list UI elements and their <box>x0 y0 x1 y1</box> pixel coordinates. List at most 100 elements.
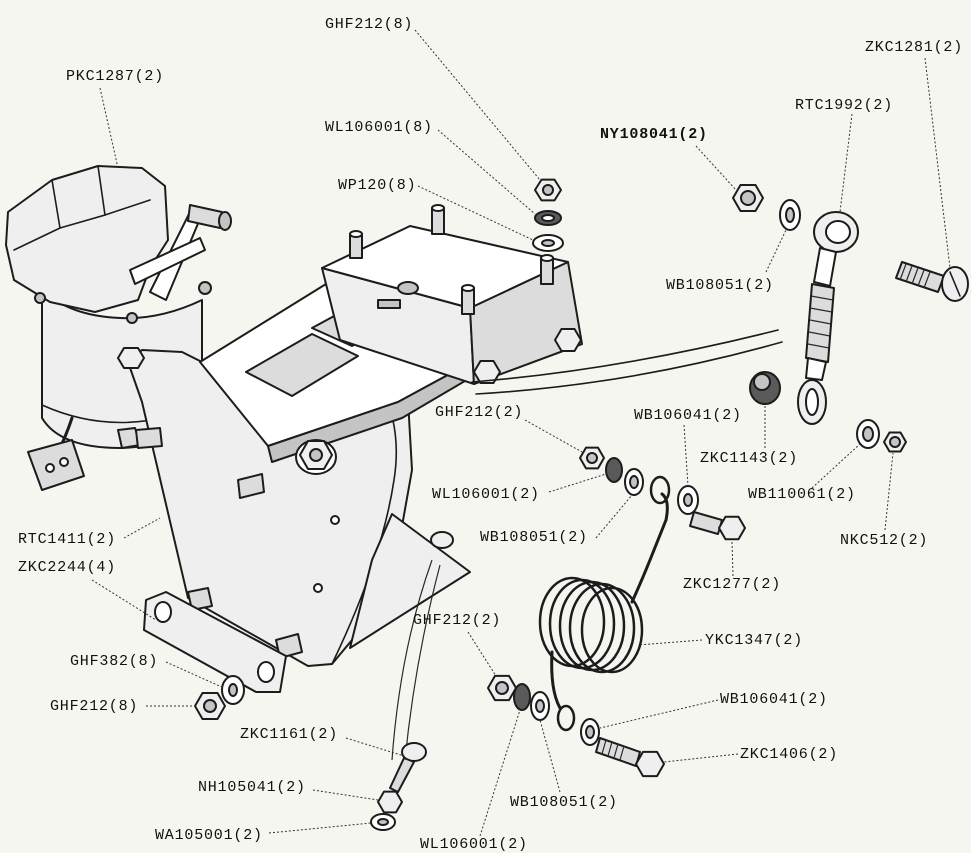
leader-line <box>345 737 405 757</box>
lower-fastener-chain <box>487 674 665 778</box>
nut-hole <box>586 452 598 464</box>
callout-label: ZKC1161(2) <box>240 726 338 743</box>
box-stud-end <box>349 230 363 238</box>
bracket-hole <box>330 515 340 525</box>
plate-hole <box>154 601 172 623</box>
leader-line <box>99 87 119 169</box>
nut-hole <box>203 699 217 713</box>
connector-pin <box>45 463 55 473</box>
plate-hole <box>257 661 275 683</box>
callout-label: WL106001(8) <box>325 119 433 136</box>
leader-line <box>437 129 536 215</box>
leader-line <box>924 57 951 269</box>
box-stud-end <box>461 284 475 292</box>
bracket-hole <box>313 583 323 593</box>
washer-hole <box>535 699 545 713</box>
top-fastener-stack <box>532 178 564 252</box>
leader-line <box>417 185 534 241</box>
callout-label: WL106001(2) <box>420 836 528 853</box>
callout-label: NY108041(2) <box>600 126 708 143</box>
spring-ykc1347 <box>538 475 671 732</box>
right-fasteners <box>749 371 907 453</box>
mounting-box <box>321 204 783 395</box>
leader-line <box>884 452 894 531</box>
washer-hole <box>541 239 555 247</box>
leader-line <box>467 631 497 677</box>
leader-line <box>765 229 787 273</box>
callout-label: NKC512(2) <box>840 532 928 549</box>
rod-thread-lines <box>807 295 834 349</box>
part-callouts: GHF212(8) ZKC1281(2) PKC1287(2) RTC1992(… <box>18 16 963 853</box>
washer-hole <box>585 725 595 739</box>
callout-label: ZKC1143(2) <box>700 450 798 467</box>
rod-end-assembly <box>732 184 859 425</box>
washer-hole <box>862 426 874 442</box>
callout-label: ZKC1281(2) <box>865 39 963 56</box>
spring-lower-hook <box>556 704 576 732</box>
box-stud-end <box>431 204 445 212</box>
spring-upper-arm <box>630 492 669 604</box>
rod-end-lower-stem <box>805 357 827 381</box>
leader-line <box>414 29 541 181</box>
motor-cross-bar <box>129 237 206 285</box>
bolt-head-slot <box>949 271 961 297</box>
box-top-face <box>321 225 569 309</box>
leader-line <box>479 709 521 837</box>
callout-label: PKC1287(2) <box>66 68 164 85</box>
bracket-bolt-center <box>309 448 323 462</box>
box-pipe <box>471 329 779 383</box>
pivot-pan-head-bolt <box>430 531 454 549</box>
spring-coil <box>568 582 636 674</box>
motor-screw <box>34 292 46 304</box>
motor-head-edge-2 <box>59 165 151 229</box>
washer-hole <box>541 214 555 222</box>
nut-nh105041 <box>377 790 403 814</box>
leader-line <box>539 719 561 793</box>
leader-line <box>268 822 372 834</box>
callout-label: GHF212(8) <box>325 16 413 33</box>
spring-washer-wl106001-middle <box>605 457 623 483</box>
callout-label: RTC1411(2) <box>18 531 116 548</box>
motor-screw <box>198 281 212 295</box>
leader-line <box>595 494 633 539</box>
leader-line <box>123 517 161 539</box>
plate-zkc2244 <box>143 591 287 693</box>
rod-end-neck <box>813 247 837 287</box>
bracket-stud <box>237 473 265 499</box>
callout-label: GHF212(2) <box>435 404 523 421</box>
leader-line <box>524 419 583 453</box>
leader-line <box>663 753 739 763</box>
motor-stud-end <box>218 211 232 231</box>
bolt-thread-lines <box>601 739 625 761</box>
callout-label: RTC1992(2) <box>795 97 893 114</box>
bolt-shank <box>895 261 945 293</box>
bolt-zkc1277-head <box>718 515 746 541</box>
leader-line <box>637 639 703 646</box>
rod-end-lower-eye-hole <box>805 388 819 416</box>
bolt-zkc1406-head <box>635 750 665 778</box>
callout-label: WB106041(2) <box>634 407 742 424</box>
rod-end-threaded-rod <box>805 283 835 363</box>
box-nut <box>473 360 501 384</box>
bracket-stud <box>187 587 213 611</box>
leader-lines <box>91 29 951 837</box>
callout-label: GHF382(8) <box>70 653 158 670</box>
callout-label: ZKC2244(4) <box>18 559 116 576</box>
callout-label: NH105041(2) <box>198 779 306 796</box>
box-top-hole <box>397 281 419 295</box>
box-stud-end <box>540 254 554 262</box>
leader-line <box>683 424 689 487</box>
bracket-stud <box>135 427 163 449</box>
bottom-left-parts <box>143 591 287 720</box>
leader-line <box>91 579 157 621</box>
callout-label: ZKC1406(2) <box>740 746 838 763</box>
callout-label: GHF212(8) <box>50 698 138 715</box>
nut-hole <box>740 190 756 206</box>
callout-label: WB108051(2) <box>510 794 618 811</box>
bolt-thread-lines <box>899 263 931 289</box>
spring-washer-wl106001-lower <box>513 683 531 711</box>
nut-hole <box>495 681 509 695</box>
bolt-zkc1406-shank <box>595 737 641 767</box>
leader-line <box>811 443 861 489</box>
